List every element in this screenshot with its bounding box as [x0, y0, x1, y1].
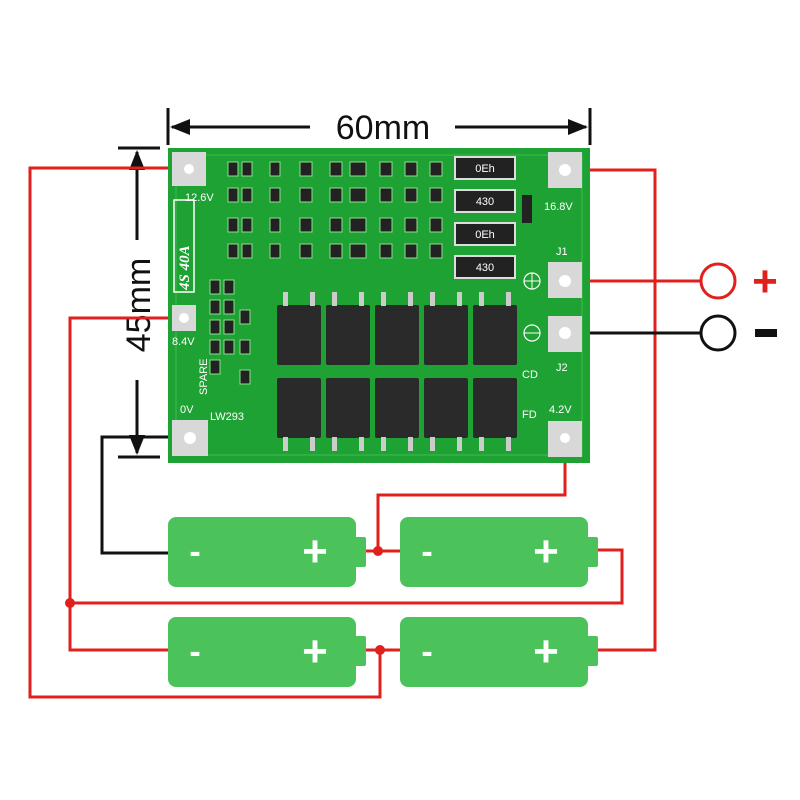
pad-label-4v2: 4.2V: [549, 404, 572, 416]
output-minus-label: [755, 329, 777, 337]
height-label: 45mm: [120, 258, 158, 352]
battery-positive-label: +: [533, 527, 559, 576]
cd-label: CD: [522, 369, 538, 381]
resistor-label: 430: [476, 262, 494, 274]
output-plus-label: +: [752, 257, 778, 306]
battery-cell-3: - +: [168, 617, 366, 687]
pad-label-12v6: 12.6V: [185, 192, 214, 204]
battery-negative-label: -: [421, 533, 432, 571]
battery-cell-2: - +: [400, 517, 598, 587]
output-positive-terminal: [699, 262, 737, 300]
wire-8v4-branch: [70, 548, 624, 605]
bms-board: 0Eh 430 0Eh 430: [168, 148, 590, 463]
battery-negative-label: -: [189, 633, 200, 671]
junction-dot: [65, 598, 75, 608]
battery-positive-label: +: [302, 627, 328, 676]
mosfets: [277, 305, 517, 438]
pad-label-16v8: 16.8V: [544, 201, 573, 213]
battery-cell-1: - +: [168, 517, 366, 587]
pad-label-0v: 0V: [180, 404, 194, 416]
height-dimension: 45mm: [118, 146, 160, 459]
width-dimension: 60mm: [166, 108, 592, 147]
wires: [28, 166, 700, 699]
output-negative-terminal: [699, 314, 737, 352]
chip-label: LW293: [210, 411, 244, 423]
fd-label: FD: [522, 409, 537, 421]
spare-label: SPARE: [198, 359, 210, 395]
battery-negative-label: -: [421, 633, 432, 671]
wire-8v4: [68, 316, 172, 652]
wire-16v8: [578, 168, 657, 652]
wire-12v6: [28, 166, 382, 699]
junction-dot: [373, 546, 383, 556]
resistor-label: 0Eh: [475, 229, 495, 241]
junction-dot: [375, 645, 385, 655]
wire-4v2: [376, 452, 567, 551]
shunt-resistors: 0Eh 430 0Eh 430: [454, 156, 532, 279]
model-label: 4S 40A: [177, 245, 193, 291]
wire-0v: [100, 435, 180, 555]
pad-label-j1: J1: [556, 246, 568, 258]
resistor-label: 430: [476, 196, 494, 208]
battery-positive-label: +: [533, 627, 559, 676]
solder-pads: [172, 152, 582, 457]
battery-cell-4: - +: [400, 617, 598, 687]
width-label: 60mm: [336, 109, 430, 147]
battery-positive-label: +: [302, 527, 328, 576]
pad-label-8v4: 8.4V: [172, 336, 195, 348]
pad-label-j2: J2: [556, 362, 568, 374]
battery-negative-label: -: [189, 533, 200, 571]
resistor-label: 0Eh: [475, 163, 495, 175]
